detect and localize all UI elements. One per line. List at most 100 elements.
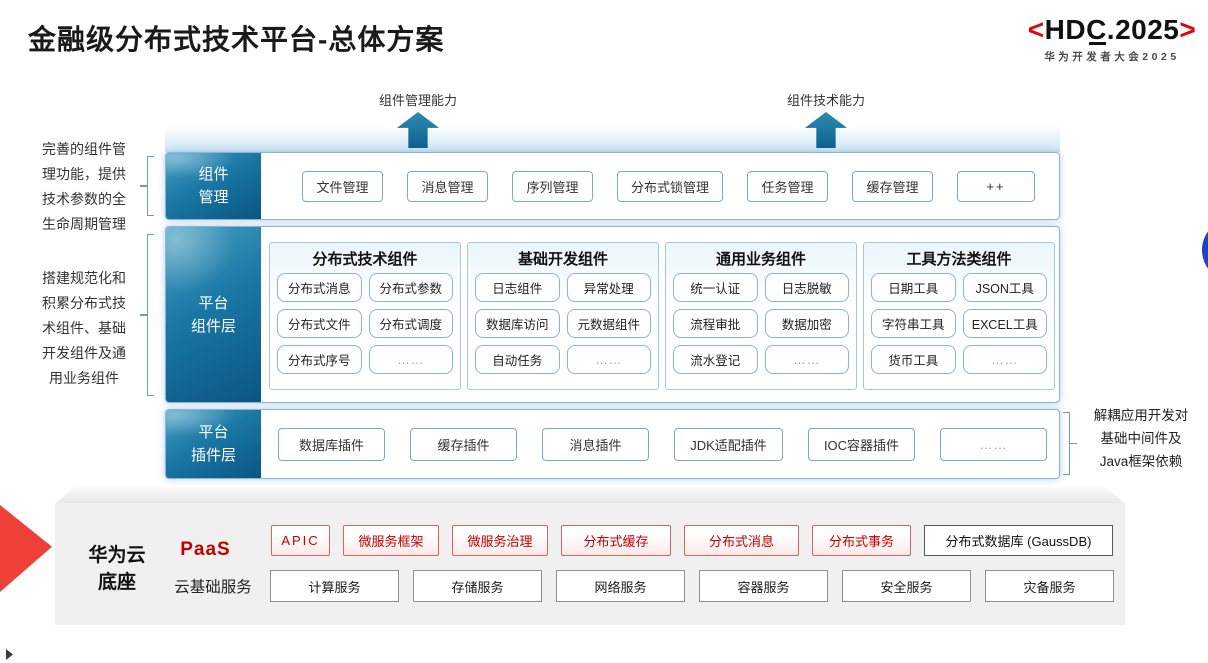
mgmt-item: 任务管理: [747, 170, 828, 202]
component-item: 分布式序号: [277, 345, 362, 374]
panel-header: 通用业务组件: [715, 251, 806, 268]
red-arrow-icon: [0, 505, 52, 592]
plugin-item: 消息插件: [542, 427, 649, 461]
component-item: EXCEL工具: [962, 309, 1047, 338]
component-item: 流程审批: [673, 309, 758, 338]
paas-item: 分布式缓存: [561, 525, 671, 556]
huawei-cloud-foundation: 华为云 底座 PaaS APIC 微服务框架 微服务治理 分布式缓存 分布式消息…: [55, 503, 1125, 625]
up-arrow-icon: [805, 112, 847, 148]
logo-text: HDC.2025: [1044, 14, 1180, 45]
right-note-decouple: 解耦应用开发对 基础中间件及 Java框架依赖: [1093, 408, 1189, 469]
blue-circle-decoration: [1202, 218, 1208, 282]
logo-right-bracket: >: [1179, 14, 1197, 45]
component-item: 日期工具: [871, 273, 956, 302]
foundation-top-bevel: [55, 487, 1125, 504]
component-panels: 分布式技术组件 分布式消息 分布式参数 分布式文件 分布式调度 分布式序号 ………: [269, 242, 1055, 390]
mgmt-item: 文件管理: [302, 170, 383, 202]
paas-item: 微服务治理: [452, 525, 548, 556]
component-item: 日志组件: [475, 273, 560, 302]
top-glow-band: [165, 126, 1060, 152]
left-bracket-row1: [140, 156, 154, 216]
right-bracket-row3: [1063, 412, 1077, 475]
paas-item: 分布式事务: [812, 525, 911, 556]
component-item: 流水登记: [673, 345, 758, 374]
logo-c-underline: [1088, 42, 1106, 45]
panel-common-business: 通用业务组件 统一认证 日志脱敏 流程审批 数据加密 流水登记 ……: [665, 242, 857, 390]
component-item: 自动任务: [475, 345, 560, 374]
component-item: JSON工具: [962, 273, 1047, 302]
panel-header: 基础开发组件: [517, 251, 608, 268]
left-note-component-mgmt: 完善的组件管 理功能，提供 技术参数的全 生命周期管理: [42, 141, 126, 232]
page-title: 金融级分布式技术平台-总体方案: [28, 24, 445, 55]
panel-grid: 日志组件 异常处理 数据库访问 元数据组件 自动任务 ……: [473, 273, 653, 374]
cloud-service-items: 计算服务 存储服务 网络服务 容器服务 安全服务 灾备服务: [270, 570, 1114, 602]
corner-mark: [6, 649, 13, 660]
component-item: 数据库访问: [475, 309, 560, 338]
logo-left-bracket: <: [1027, 14, 1045, 45]
left-bracket-row2: [140, 234, 154, 396]
paas-label: PaaS: [180, 539, 231, 560]
panel-grid: 日期工具 JSON工具 字符串工具 EXCEL工具 货币工具 ……: [869, 273, 1049, 374]
component-item: 分布式消息: [277, 273, 362, 302]
mgmt-item: 分布式锁管理: [617, 170, 723, 202]
capability-mgmt: 组件管理能力: [353, 90, 483, 148]
paas-item: 微服务框架: [343, 525, 439, 556]
cloud-services-label: 云基础服务: [174, 579, 252, 596]
panel-tool-methods: 工具方法类组件 日期工具 JSON工具 字符串工具 EXCEL工具 货币工具 ……: [863, 242, 1055, 390]
component-item: 元数据组件: [566, 309, 651, 338]
platform-plugin-layer: 平台 插件层 数据库插件 缓存插件 消息插件 JDK适配插件 IOC容器插件 ……: [165, 409, 1060, 479]
component-item-more: ……: [566, 345, 651, 374]
component-item: 字符串工具: [871, 309, 956, 338]
paas-item: APIC: [271, 525, 330, 556]
cloud-service-item: 安全服务: [842, 570, 971, 602]
plugin-items: 数据库插件 缓存插件 消息插件 JDK适配插件 IOC容器插件 ……: [278, 410, 1047, 478]
component-item: 日志脱敏: [764, 273, 849, 302]
component-item-more: ……: [962, 345, 1047, 374]
panel-header: 工具方法类组件: [906, 251, 1012, 268]
platform-plugin-layer-label: 平台 插件层: [166, 410, 261, 478]
component-mgmt-items: 文件管理 消息管理 序列管理 分布式锁管理 任务管理 缓存管理 ++: [302, 153, 1035, 219]
paas-item: 分布式消息: [684, 525, 799, 556]
cloud-service-item: 网络服务: [556, 570, 685, 602]
cloud-service-item: 容器服务: [699, 570, 828, 602]
panel-distributed-tech: 分布式技术组件 分布式消息 分布式参数 分布式文件 分布式调度 分布式序号 ……: [269, 242, 461, 390]
panel-grid: 分布式消息 分布式参数 分布式文件 分布式调度 分布式序号 ……: [275, 273, 455, 374]
capability-tech-label: 组件技术能力: [786, 93, 865, 108]
component-item: 分布式文件: [277, 309, 362, 338]
left-note-platform-components: 搭建规范化和 积累分布式技 术组件、基础 开发组件及通 用业务组件: [42, 270, 126, 386]
foundation-label: 华为云 底座: [88, 545, 146, 593]
logo-subtitle: 华为开发者大会2025: [1044, 51, 1180, 63]
cloud-service-item: 计算服务: [270, 570, 399, 602]
plugin-item: IOC容器插件: [808, 427, 915, 461]
panel-basic-dev: 基础开发组件 日志组件 异常处理 数据库访问 元数据组件 自动任务 ……: [467, 242, 659, 390]
up-arrow-icon: [397, 112, 439, 148]
component-item-more: ……: [368, 345, 453, 374]
component-item: 分布式调度: [368, 309, 453, 338]
plugin-item: 数据库插件: [278, 427, 385, 461]
component-item-more: ……: [764, 345, 849, 374]
plugin-item: 缓存插件: [410, 427, 517, 461]
capability-tech: 组件技术能力: [761, 90, 891, 148]
component-item: 货币工具: [871, 345, 956, 374]
hdc-logo-text-row: <HDC.2025>: [1028, 14, 1196, 46]
platform-component-layer-label: 平台 组件层: [166, 227, 261, 402]
cloud-service-item: 存储服务: [413, 570, 542, 602]
component-mgmt-layer: 组件 管理 文件管理 消息管理 序列管理 分布式锁管理 任务管理 缓存管理 ++: [165, 152, 1060, 220]
mgmt-item: 缓存管理: [852, 170, 933, 202]
component-item: 统一认证: [673, 273, 758, 302]
plugin-item-more: ……: [940, 427, 1047, 461]
platform-component-layer: 平台 组件层 分布式技术组件 分布式消息 分布式参数 分布式文件 分布式调度 分…: [165, 226, 1060, 403]
component-item: 数据加密: [764, 309, 849, 338]
mgmt-item-more: ++: [957, 170, 1035, 202]
capability-mgmt-label: 组件管理能力: [378, 93, 457, 108]
component-item: 异常处理: [566, 273, 651, 302]
component-item: 分布式参数: [368, 273, 453, 302]
panel-header: 分布式技术组件: [312, 251, 418, 268]
mgmt-item: 消息管理: [407, 170, 488, 202]
hdc-logo: <HDC.2025> 华为开发者大会2025: [1016, 14, 1208, 64]
paas-items: APIC 微服务框架 微服务治理 分布式缓存 分布式消息 分布式事务 分布式数据…: [271, 525, 1113, 556]
paas-item-gaussdb: 分布式数据库 (GaussDB): [924, 525, 1113, 556]
cloud-service-item: 灾备服务: [985, 570, 1114, 602]
mgmt-item: 序列管理: [512, 170, 593, 202]
